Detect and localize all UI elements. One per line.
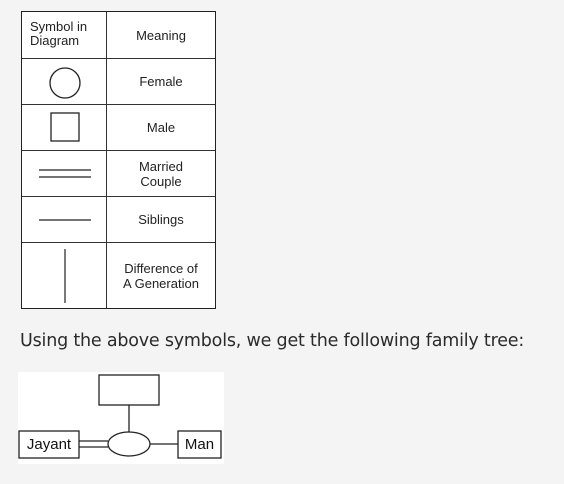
symbol-column-header: Symbol in Diagram — [30, 20, 102, 48]
legend-header-row: Symbol in Diagram Meaning — [22, 12, 215, 59]
generation-line2: A Generation — [123, 275, 199, 291]
single-line-icon — [22, 197, 106, 242]
circle-icon — [22, 59, 106, 104]
square-icon — [22, 105, 106, 150]
man-label: Man — [184, 436, 215, 453]
female-circle — [107, 431, 151, 457]
meaning-married-couple: Married Couple — [107, 151, 215, 196]
married-line1: Married — [138, 158, 184, 174]
married-line2: Couple — [140, 173, 182, 189]
legend-row-male: Male — [22, 105, 215, 151]
symbol-legend-table: Symbol in Diagram Meaning Female Male Ma… — [21, 11, 216, 309]
symbol-header-line2: Diagram — [30, 33, 80, 48]
jayant-box — [18, 430, 80, 459]
column-divider — [106, 12, 107, 308]
family-tree-diagram: Jayant Man — [18, 372, 224, 464]
jayant-label: Jayant — [26, 436, 72, 453]
generation-line1: Difference of — [124, 260, 198, 276]
caption-text: Using the above symbols, we get the foll… — [20, 331, 525, 351]
meaning-siblings: Siblings — [138, 212, 184, 227]
meaning-female: Female — [139, 74, 183, 89]
legend-row-generation: Difference of A Generation — [22, 243, 215, 308]
symbol-header-line1: Symbol in — [30, 19, 88, 34]
double-line-icon — [22, 151, 106, 196]
legend-row-siblings: Siblings — [22, 197, 215, 243]
legend-row-female: Female — [22, 59, 215, 105]
meaning-male: Male — [146, 120, 176, 135]
legend-row-married-couple: Married Couple — [22, 151, 215, 197]
meaning-column-header: Meaning — [136, 27, 186, 43]
meaning-generation: Difference of A Generation — [107, 243, 215, 308]
parent-square — [98, 374, 160, 406]
vertical-line-icon — [22, 243, 106, 308]
man-box — [177, 430, 222, 459]
